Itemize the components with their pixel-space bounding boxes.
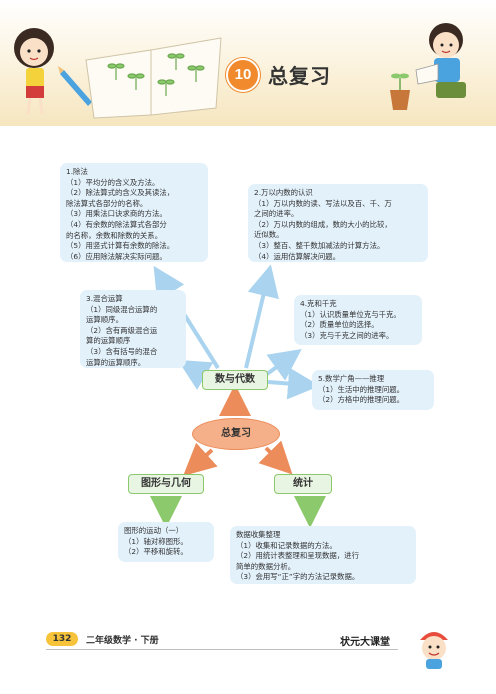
- mixed-ops-title: 3.混合运算: [86, 294, 123, 303]
- chapter-number-badge: 10: [226, 58, 260, 92]
- chapter-title: 总复习: [268, 64, 331, 88]
- open-book-sprouts-illustration: [85, 37, 222, 119]
- page-number: 132: [46, 632, 78, 646]
- kg-g-item: （3）克与千克之间的进率。: [300, 330, 394, 340]
- book-title: 二年级数学 · 下册: [86, 636, 159, 646]
- division-item: （3）用乘法口诀求商的方法。: [66, 209, 167, 219]
- reasoning-box: 5.数学广角——推理 （1）生活中的推理问题。 （2）方格中的推理问题。: [312, 370, 434, 410]
- division-item: （1）平均分的含义及方法。: [66, 177, 160, 187]
- general-review-center-node: 总复习: [192, 418, 280, 450]
- reasoning-item: （2）方格中的推理问题。: [318, 395, 405, 405]
- girl-with-pencil-illustration: [14, 28, 92, 115]
- division-topic-box: 1.除法 （1）平均分的含义及方法。 （2）除法算式的含义及其读法， 除法算式各…: [60, 163, 208, 262]
- numbers-title: 2.万以内数的认识: [254, 188, 313, 197]
- division-item: （2）除法算式的含义及其读法，: [66, 188, 175, 198]
- kg-g-title: 4.克和千克: [300, 299, 337, 308]
- division-item: （6）应用除法解决实际问题。: [66, 251, 167, 261]
- mixed-ops-item: 运算顺序。: [86, 315, 123, 325]
- brand-name: 状元大课堂: [340, 637, 390, 648]
- motion-title: 图形的运动（一）: [124, 526, 184, 535]
- numbers-item: （2）万以内数的组成，数的大小的比较，: [254, 219, 392, 229]
- data-item: （3）会用写“正”字的方法记录数据。: [236, 572, 360, 582]
- mascot-illustration: [420, 632, 448, 669]
- division-title: 1.除法: [66, 167, 88, 176]
- boy-reading-illustration: [390, 23, 466, 110]
- numbers-item: 近似数。: [254, 230, 284, 240]
- mixed-operations-box: 3.混合运算 （1）同级混合运算的 运算顺序。 （2）含有两级混合运 算的运算顺…: [80, 290, 186, 368]
- figure-motion-box: 图形的运动（一） （1）轴对称图形。 （2）平移和旋转。: [118, 522, 214, 562]
- mixed-ops-item: 运算的运算顺序。: [86, 357, 146, 367]
- number-algebra-node: 数与代数: [202, 370, 268, 390]
- numbers-item: （1）万以内数的读、写法以及百、千、万: [254, 198, 392, 208]
- mixed-ops-item: （3）含有括号的混合: [86, 346, 158, 356]
- chapter-banner: 10 总复习: [0, 0, 496, 126]
- data-item: （2）用统计表整理和呈现数据，进行: [236, 551, 359, 561]
- numbers-item: （4）运用估算解决问题。: [254, 251, 341, 261]
- numbers-item: 之间的进率。: [254, 209, 299, 219]
- data-item: 简单的数据分析。: [236, 561, 296, 571]
- mixed-ops-item: 算的运算顺序: [86, 336, 131, 346]
- motion-item: （2）平移和旋转。: [124, 547, 188, 557]
- division-item: 的名称，余数和除数的关系。: [66, 230, 163, 240]
- numbers-item: （3）整百、整千数加减法的计算方法。: [254, 240, 385, 250]
- kg-g-item: （2）质量单位的选择。: [300, 320, 379, 330]
- geometry-node: 图形与几何: [128, 474, 204, 494]
- division-item: （4）有余数的除法算式各部分: [66, 219, 167, 229]
- kg-g-item: （1）认识质量单位克与千克。: [300, 309, 401, 319]
- statistics-node: 统计: [274, 474, 332, 494]
- data-item: （1）收集和记录数据的方法。: [236, 540, 337, 550]
- data-title: 数据收集整理: [236, 530, 281, 539]
- reasoning-item: （1）生活中的推理问题。: [318, 384, 405, 394]
- numbers-within-10000-box: 2.万以内数的认识 （1）万以内数的读、写法以及百、千、万 之间的进率。 （2）…: [248, 184, 428, 262]
- mixed-ops-item: （1）同级混合运算的: [86, 304, 158, 314]
- division-item: 除法算式各部分的名称。: [66, 198, 148, 208]
- grams-kilograms-box: 4.克和千克 （1）认识质量单位克与千克。 （2）质量单位的选择。 （3）克与千…: [294, 295, 422, 345]
- data-collection-box: 数据收集整理 （1）收集和记录数据的方法。 （2）用统计表整理和呈现数据，进行 …: [230, 526, 416, 584]
- footer-divider: [46, 649, 398, 650]
- mixed-ops-item: （2）含有两级混合运: [86, 325, 158, 335]
- reasoning-title: 5.数学广角——推理: [318, 374, 385, 383]
- division-item: （5）用竖式计算有余数的除法。: [66, 241, 175, 251]
- motion-item: （1）轴对称图形。: [124, 536, 188, 546]
